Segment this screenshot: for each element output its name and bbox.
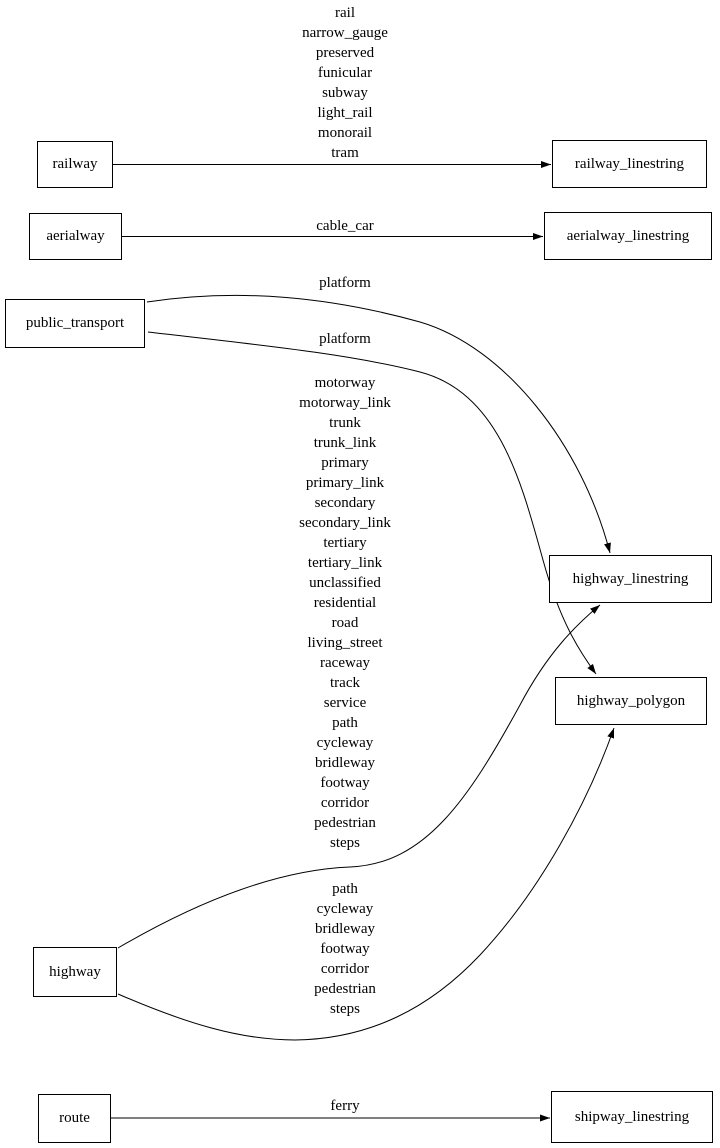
node-shipway-linestring: shipway_linestring [551,1091,713,1143]
edge-public-transport-to-highway-linestring [146,294,611,554]
node-railway: railway [37,141,113,188]
edge-highway-to-highway-polygon [117,727,615,1041]
node-public-transport: public_transport [5,299,145,348]
node-route: route [38,1094,111,1143]
node-highway: highway [33,947,117,997]
edge-highway-to-highway-linestring [117,604,601,949]
edge-label-public-transport-polygon: platform [319,331,371,347]
edge-label-route-types: ferry [330,1098,360,1114]
node-aerialway-linestring: aerialway_linestring [544,212,712,260]
node-highway-polygon: highway_polygon [555,677,707,725]
edge-public-transport-to-highway-polygon [147,331,597,675]
edge-label-aerialway-types: cable_car [316,218,374,234]
node-aerialway: aerialway [29,213,122,260]
node-highway-linestring: highway_linestring [549,555,712,603]
edge-label-public-transport-linestring: platform [319,275,371,291]
node-railway-linestring: railway_linestring [552,140,707,188]
